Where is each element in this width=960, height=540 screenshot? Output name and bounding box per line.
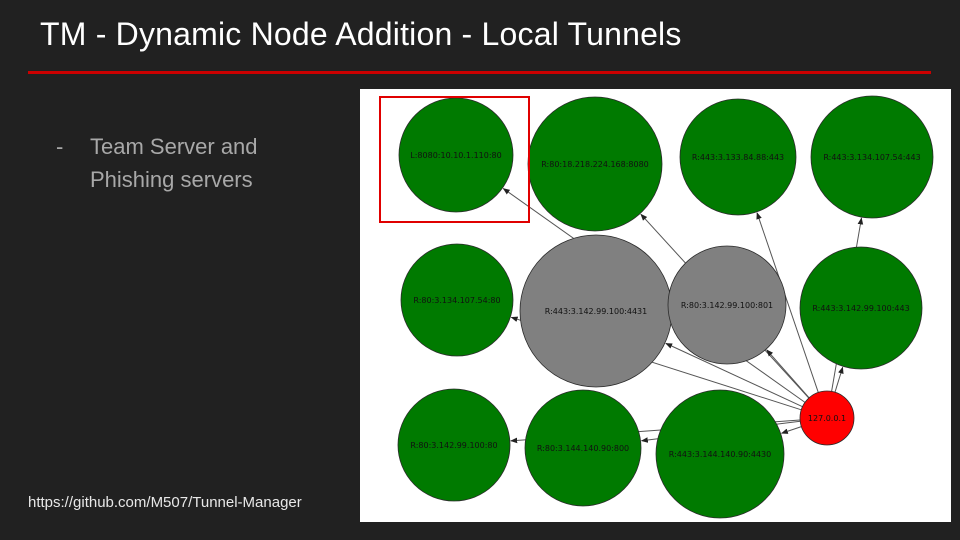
hub-node: 127.0.0.1 — [799, 390, 855, 446]
edge-hub-n7 — [766, 349, 810, 399]
bullet-text: Team Server and Phishing servers — [90, 134, 258, 192]
tunnel-node: L:8080:10.10.1.110:80 — [398, 97, 514, 213]
node-label: R:443:3.142.99.100:4431 — [545, 307, 647, 316]
edge-hub-n8 — [834, 366, 844, 393]
node-label: R:80:3.142.99.100:801 — [681, 301, 773, 310]
edge-hub-n6 — [665, 342, 803, 408]
node-label: R:443:3.133.84.88:443 — [692, 153, 784, 162]
node-circle — [667, 245, 787, 365]
node-circle — [799, 246, 923, 370]
nodes-layer: L:8080:10.10.1.110:80R:80:18.218.224.168… — [397, 95, 934, 519]
node-label: R:80:3.144.140.90:800 — [537, 444, 629, 453]
node-label: 127.0.0.1 — [808, 414, 846, 423]
tunnel-node: R:443:3.142.99.100:4431 — [519, 234, 673, 388]
tunnel-node: R:443:3.144.140.90:4430 — [655, 389, 785, 519]
tunnel-graph: L:8080:10.10.1.110:80R:80:18.218.224.168… — [379, 95, 934, 519]
tunnel-node: R:80:3.142.99.100:801 — [667, 245, 787, 365]
edge-hub-n3 — [756, 212, 819, 393]
footer-url[interactable]: https://github.com/M507/Tunnel-Manager — [28, 494, 302, 511]
highlight-box — [379, 96, 530, 223]
bullet-item: - Team Server and Phishing servers — [56, 130, 310, 196]
overlay-layer — [379, 96, 530, 223]
node-label: R:443:3.144.140.90:4430 — [669, 450, 771, 459]
tunnel-node: R:80:3.144.140.90:800 — [524, 389, 642, 507]
node-label: R:443:3.134.107.54:443 — [823, 153, 920, 162]
node-circle — [810, 95, 934, 219]
bullet-marker: - — [56, 134, 64, 159]
tunnel-node: R:80:3.134.107.54:80 — [400, 243, 514, 357]
tunnel-node: R:443:3.134.107.54:443 — [810, 95, 934, 219]
title-underline — [28, 71, 931, 74]
node-circle — [679, 98, 797, 216]
slide-title: TM - Dynamic Node Addition - Local Tunne… — [40, 16, 682, 52]
tunnel-node: R:80:3.142.99.100:80 — [397, 388, 511, 502]
node-label: R:80:3.142.99.100:80 — [410, 441, 497, 450]
node-circle — [400, 243, 514, 357]
node-circle — [524, 389, 642, 507]
edge-hub-n11 — [780, 426, 802, 434]
node-circle — [397, 388, 511, 502]
node-circle — [799, 390, 855, 446]
node-circle — [655, 389, 785, 519]
node-label: L:8080:10.10.1.110:80 — [410, 151, 501, 160]
tunnel-node: R:443:3.133.84.88:443 — [679, 98, 797, 216]
node-label: R:80:3.134.107.54:80 — [413, 296, 500, 305]
node-label: R:443:3.142.99.100:443 — [812, 304, 909, 313]
tunnel-node: R:443:3.142.99.100:443 — [799, 246, 923, 370]
node-label: R:80:18.218.224.168:8080 — [541, 160, 649, 169]
tunnel-node: R:80:18.218.224.168:8080 — [527, 96, 663, 232]
